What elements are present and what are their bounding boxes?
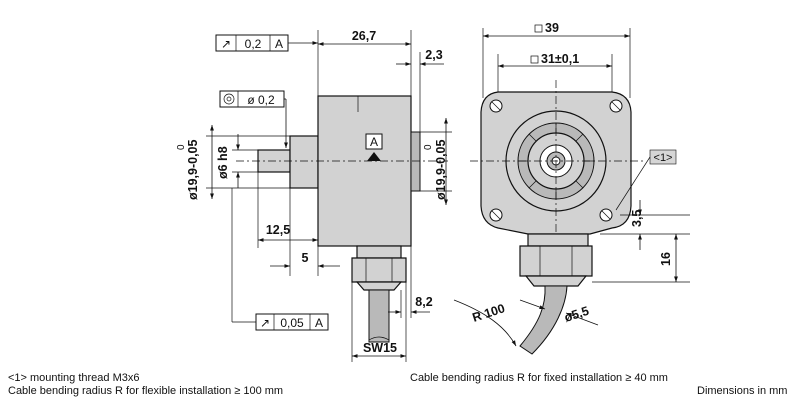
- thread-callout: <1>: [615, 149, 677, 211]
- dim-5: 5: [302, 251, 309, 265]
- svg-text:↗: ↗: [221, 37, 231, 51]
- note-mounting-thread: <1> mounting thread M3x6: [8, 372, 140, 384]
- front-gland-nut: [519, 245, 593, 277]
- note-fixed-bending: Cable bending radius R for fixed install…: [410, 372, 668, 384]
- front-view: 39 31±0,1: [453, 21, 690, 355]
- note-units: Dimensions in mm: [697, 385, 788, 397]
- dim-sw15: SW15: [363, 341, 397, 355]
- svg-text:A: A: [315, 316, 323, 330]
- dim-26-7: 26,7: [352, 29, 376, 43]
- runout-frame-bottom: ↗ 0,05 A: [231, 188, 329, 331]
- dim-16: 16: [659, 252, 673, 266]
- cable-side: [368, 289, 390, 343]
- svg-text:0,2: 0,2: [245, 37, 262, 51]
- dim-shaft-dia: ø6 h8: [216, 146, 230, 179]
- svg-text:<1>: <1>: [654, 152, 673, 164]
- dim-8-2: 8,2: [415, 295, 432, 309]
- note-flexible-bending: Cable bending radius R for flexible inst…: [8, 385, 284, 397]
- svg-text:↗: ↗: [260, 316, 270, 330]
- dim-31: 31±0,1: [541, 52, 579, 66]
- mounting-screw: [489, 99, 623, 222]
- svg-text:A: A: [275, 37, 283, 51]
- svg-text:ø 0,2: ø 0,2: [247, 93, 275, 107]
- flange-step: [289, 135, 319, 189]
- dim-39: 39: [545, 21, 559, 35]
- dim-r100: R 100: [471, 301, 507, 325]
- dim-2-3: 2,3: [425, 48, 442, 62]
- side-view: A 26,7 2,3 ↗ 0,2 A: [176, 29, 452, 362]
- cable-front: [519, 285, 568, 355]
- cable-gland-nut: [351, 257, 407, 283]
- dim-cable-dia: ø5,5: [563, 304, 591, 325]
- runout-frame-top: ↗ 0,2 A: [215, 34, 318, 52]
- datum-label: A: [370, 135, 378, 149]
- dim-12-5: 12,5: [266, 223, 290, 237]
- dim-flange-dia-left: ø19,9-0,05: [186, 139, 200, 200]
- svg-text:0,05: 0,05: [280, 316, 304, 330]
- flange-ring: [410, 131, 421, 192]
- dim-3-5: 3,5: [630, 210, 644, 227]
- encoder-housing: [317, 95, 412, 247]
- concentricity-frame: ø 0,2: [219, 90, 288, 148]
- dim-flange-dia-right: ø19,9-0,05: [434, 139, 448, 200]
- svg-text:0: 0: [423, 144, 434, 150]
- svg-text:0: 0: [176, 144, 187, 150]
- cable-gland-top: [356, 245, 402, 259]
- front-gland-top: [527, 233, 589, 247]
